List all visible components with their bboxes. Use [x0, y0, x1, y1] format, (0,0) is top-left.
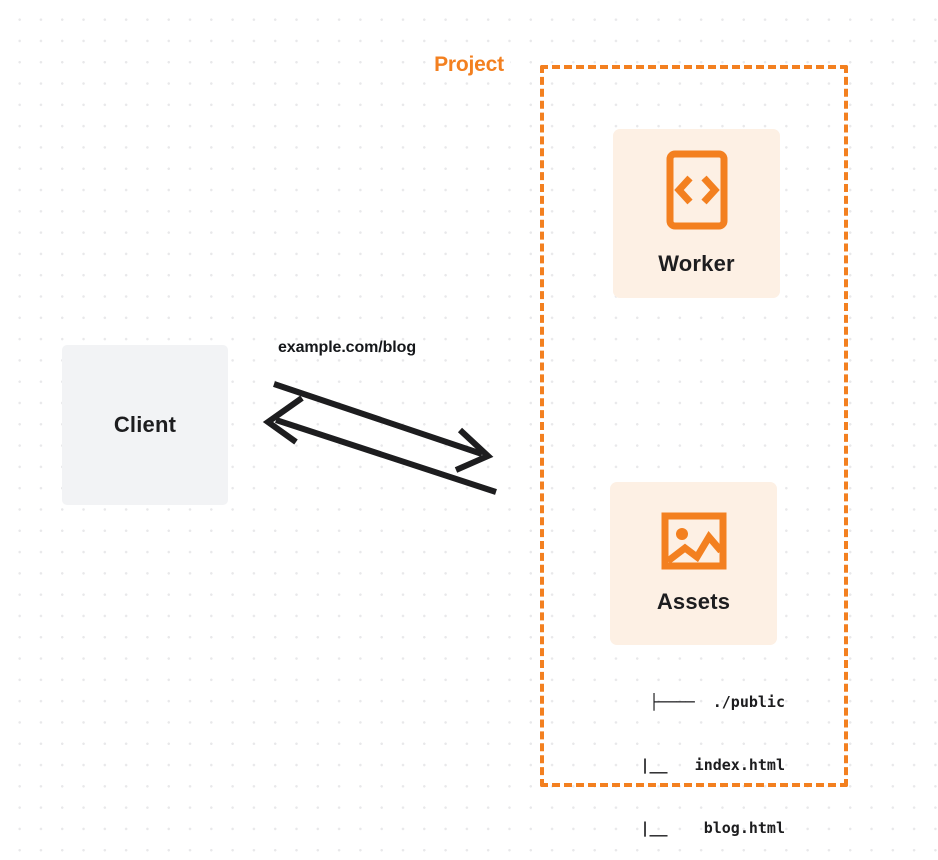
worker-node: Worker [613, 129, 780, 298]
connector-url-label: example.com/blog [278, 339, 416, 356]
project-container [540, 65, 848, 787]
client-node: Client [62, 345, 228, 505]
project-title: Project [428, 53, 510, 77]
assets-label: Assets [656, 589, 731, 614]
image-icon [661, 512, 727, 575]
worker-label: Worker [658, 251, 735, 276]
client-label: Client [113, 412, 177, 437]
file-tree-row: |__ blog.html [613, 819, 785, 837]
request-response-arrows [262, 381, 497, 495]
file-tree-row: |__ index.html [613, 756, 785, 774]
request-arrow-right [273, 381, 494, 473]
code-brackets-icon [666, 150, 728, 235]
assets-node: Assets [610, 482, 777, 645]
response-arrow-left [262, 395, 497, 495]
assets-file-tree: ├──── ./public |__ index.html |__ blog.h… [555, 650, 785, 860]
file-tree-row: ├──── ./public [649, 693, 785, 711]
